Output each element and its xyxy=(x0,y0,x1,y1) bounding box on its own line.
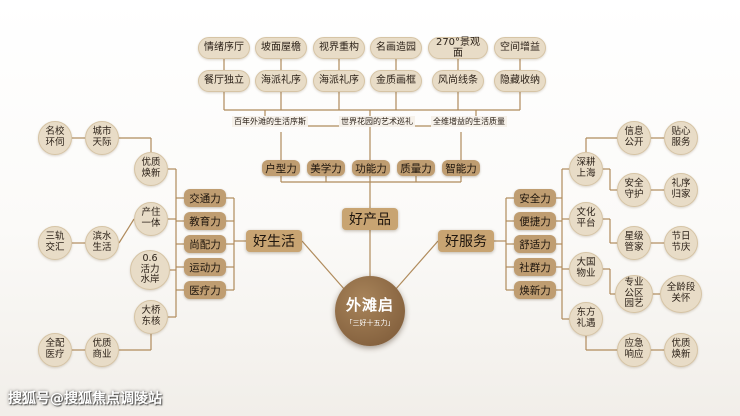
right-pill: 舒适力 xyxy=(514,235,556,253)
connector-line xyxy=(394,240,439,291)
feature-node: 金质画框 xyxy=(370,70,422,92)
feature-node: 名画造园 xyxy=(370,37,422,59)
right-outer-node: 专业 公区 园艺 xyxy=(615,275,653,313)
feature-node: 坡面屋檐 xyxy=(255,37,307,59)
left-pill: 运动力 xyxy=(184,258,226,276)
feature-node: 餐厅独立 xyxy=(198,70,250,92)
caption: 世界花园的艺术巡礼 xyxy=(339,116,415,127)
left-inner-node: 大桥 东核 xyxy=(134,300,168,334)
center-subtitle: 「三好十五力」 xyxy=(345,319,395,327)
right-outer-node: 星级 管家 xyxy=(617,226,651,260)
right-pill: 社群力 xyxy=(514,258,556,276)
chain-pill: 质量力 xyxy=(397,160,435,176)
right-pill: 安全力 xyxy=(514,189,556,207)
center-node: 外滩启 「三好十五力」 xyxy=(335,276,405,346)
left-pill: 交通力 xyxy=(184,189,226,207)
left-inner-node: 滨水 生活 xyxy=(85,226,119,260)
left-outer-node: 名校 环伺 xyxy=(38,121,72,155)
right-outer-node: 礼序 归家 xyxy=(664,173,698,207)
connector-line xyxy=(118,218,135,244)
chain-pill: 功能力 xyxy=(352,160,390,176)
feature-node: 空间增益 xyxy=(494,37,546,59)
right-outer-node: 贴心 服务 xyxy=(664,121,698,155)
feature-node: 情绪序厅 xyxy=(198,37,250,59)
chain-pill: 户型力 xyxy=(262,160,300,176)
feature-node: 海派礼序 xyxy=(313,70,365,92)
feature-node: 风尚线条 xyxy=(432,70,484,92)
caption: 全维增益的生活质量 xyxy=(431,116,507,127)
right-outer-node: 信息 公开 xyxy=(617,121,651,155)
right-outer-node: 节日 节庆 xyxy=(664,226,698,260)
right-outer-node: 全龄段 关怀 xyxy=(660,275,702,313)
left-inner-node: 0.6 活力 水岸 xyxy=(130,250,170,290)
right-inner-node: 文化 平台 xyxy=(569,202,603,236)
right-outer-node: 安全 守护 xyxy=(617,173,651,207)
left-pill: 教育力 xyxy=(184,212,226,230)
feature-node: 视界重构 xyxy=(313,37,365,59)
left-inner-node: 产住 一体 xyxy=(134,202,168,236)
feature-node: 隐藏收纳 xyxy=(494,70,546,92)
watermark-text: 搜狐号@搜狐焦点调陵站 xyxy=(8,391,162,407)
right-inner-node: 大国 物业 xyxy=(569,252,603,286)
chain-pill: 美学力 xyxy=(307,160,345,176)
right-pill: 便捷力 xyxy=(514,212,556,230)
right-outer-node: 应急 响应 xyxy=(617,333,651,367)
feature-node: 270°景观面 xyxy=(428,37,488,59)
left-outer-node: 全配 医疗 xyxy=(38,333,72,367)
left-outer-node: 三轨 交汇 xyxy=(38,226,72,260)
right-inner-node: 深耕 上海 xyxy=(569,152,603,186)
caption: 百年外滩的生活序斯 xyxy=(232,116,308,127)
right-outer-node: 优质 焕新 xyxy=(664,333,698,367)
left-pill: 医疗力 xyxy=(184,281,226,299)
right-inner-node: 东方 礼遇 xyxy=(569,302,603,336)
left-outer-node: 城市 天际 xyxy=(85,121,119,155)
hub-good-product: 好产品 xyxy=(342,208,398,230)
hub-good-living: 好生活 xyxy=(246,230,302,252)
connector-line xyxy=(301,240,346,291)
feature-node: 海派礼序 xyxy=(255,70,307,92)
right-pill: 焕新力 xyxy=(514,281,556,299)
chain-pill: 智能力 xyxy=(442,160,480,176)
left-inner-node: 优质 焕新 xyxy=(134,152,168,186)
hub-good-service: 好服务 xyxy=(438,230,494,252)
center-title: 外滩启 xyxy=(345,296,394,314)
left-pill: 尚配力 xyxy=(184,235,226,253)
left-outer-node: 优质 商业 xyxy=(85,333,119,367)
